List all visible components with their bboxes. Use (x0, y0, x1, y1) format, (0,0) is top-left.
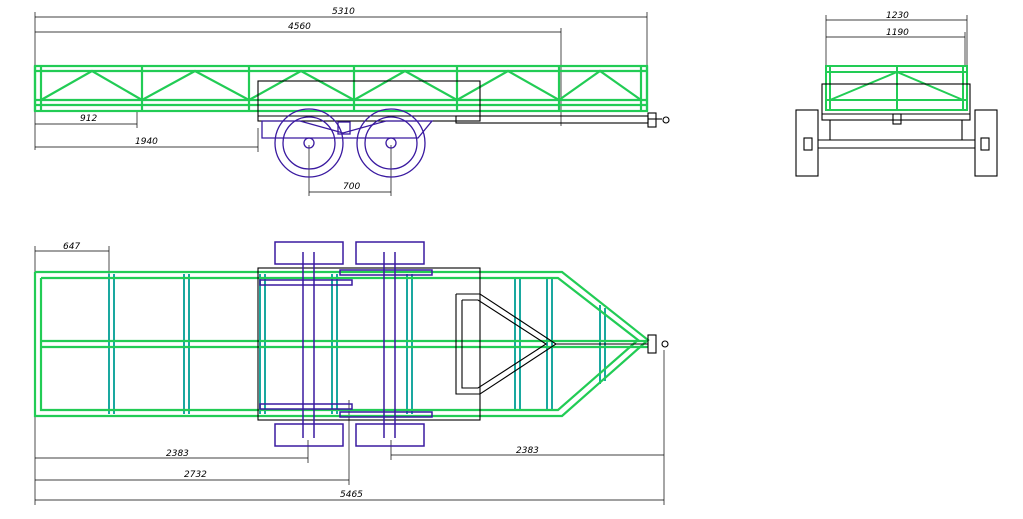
rear-wheel-right (974, 109, 998, 177)
rear-wheel-left (795, 109, 819, 177)
side-view: 5310 4560 912 1940 700 (33, 7, 670, 196)
rear-truss (825, 65, 968, 111)
side-truss-frame (33, 64, 649, 113)
top-dim-2383-left: 2383 (166, 449, 189, 459)
side-dim-overall: 5310 (332, 7, 355, 17)
top-wheel-front-right (274, 423, 344, 447)
top-wheel-rear-right (355, 423, 425, 447)
top-outer-frame (33, 270, 650, 418)
rear-view: 1230 1190 (795, 11, 998, 177)
side-wheel-rear (356, 108, 426, 178)
rear-chassis (795, 83, 998, 177)
top-running-gear (259, 241, 433, 447)
side-chassis (257, 80, 670, 128)
top-dim-2732: 2732 (184, 470, 207, 480)
top-view: 647 2383 2732 2383 5465 (33, 241, 669, 505)
side-wheel-front (274, 108, 344, 178)
top-dim-2383-right: 2383 (516, 446, 539, 456)
side-dim-axle-spacing: 700 (343, 182, 360, 192)
top-chassis (257, 267, 669, 421)
side-running-gear (261, 108, 434, 178)
side-dim-912: 912 (80, 114, 97, 124)
rear-dimension-lines (825, 15, 968, 66)
top-dimension-lines (34, 246, 665, 505)
side-dim-deck: 4560 (288, 22, 311, 32)
rear-dim-outer: 1230 (886, 11, 909, 21)
top-cross-members (108, 274, 606, 414)
side-dim-1940: 1940 (135, 137, 158, 147)
top-wheel-rear-left (355, 241, 425, 265)
top-dim-overall: 5465 (340, 490, 363, 500)
top-dim-647: 647 (63, 242, 80, 252)
rear-dim-inner: 1190 (886, 28, 909, 38)
top-wheel-front-left (274, 241, 344, 265)
